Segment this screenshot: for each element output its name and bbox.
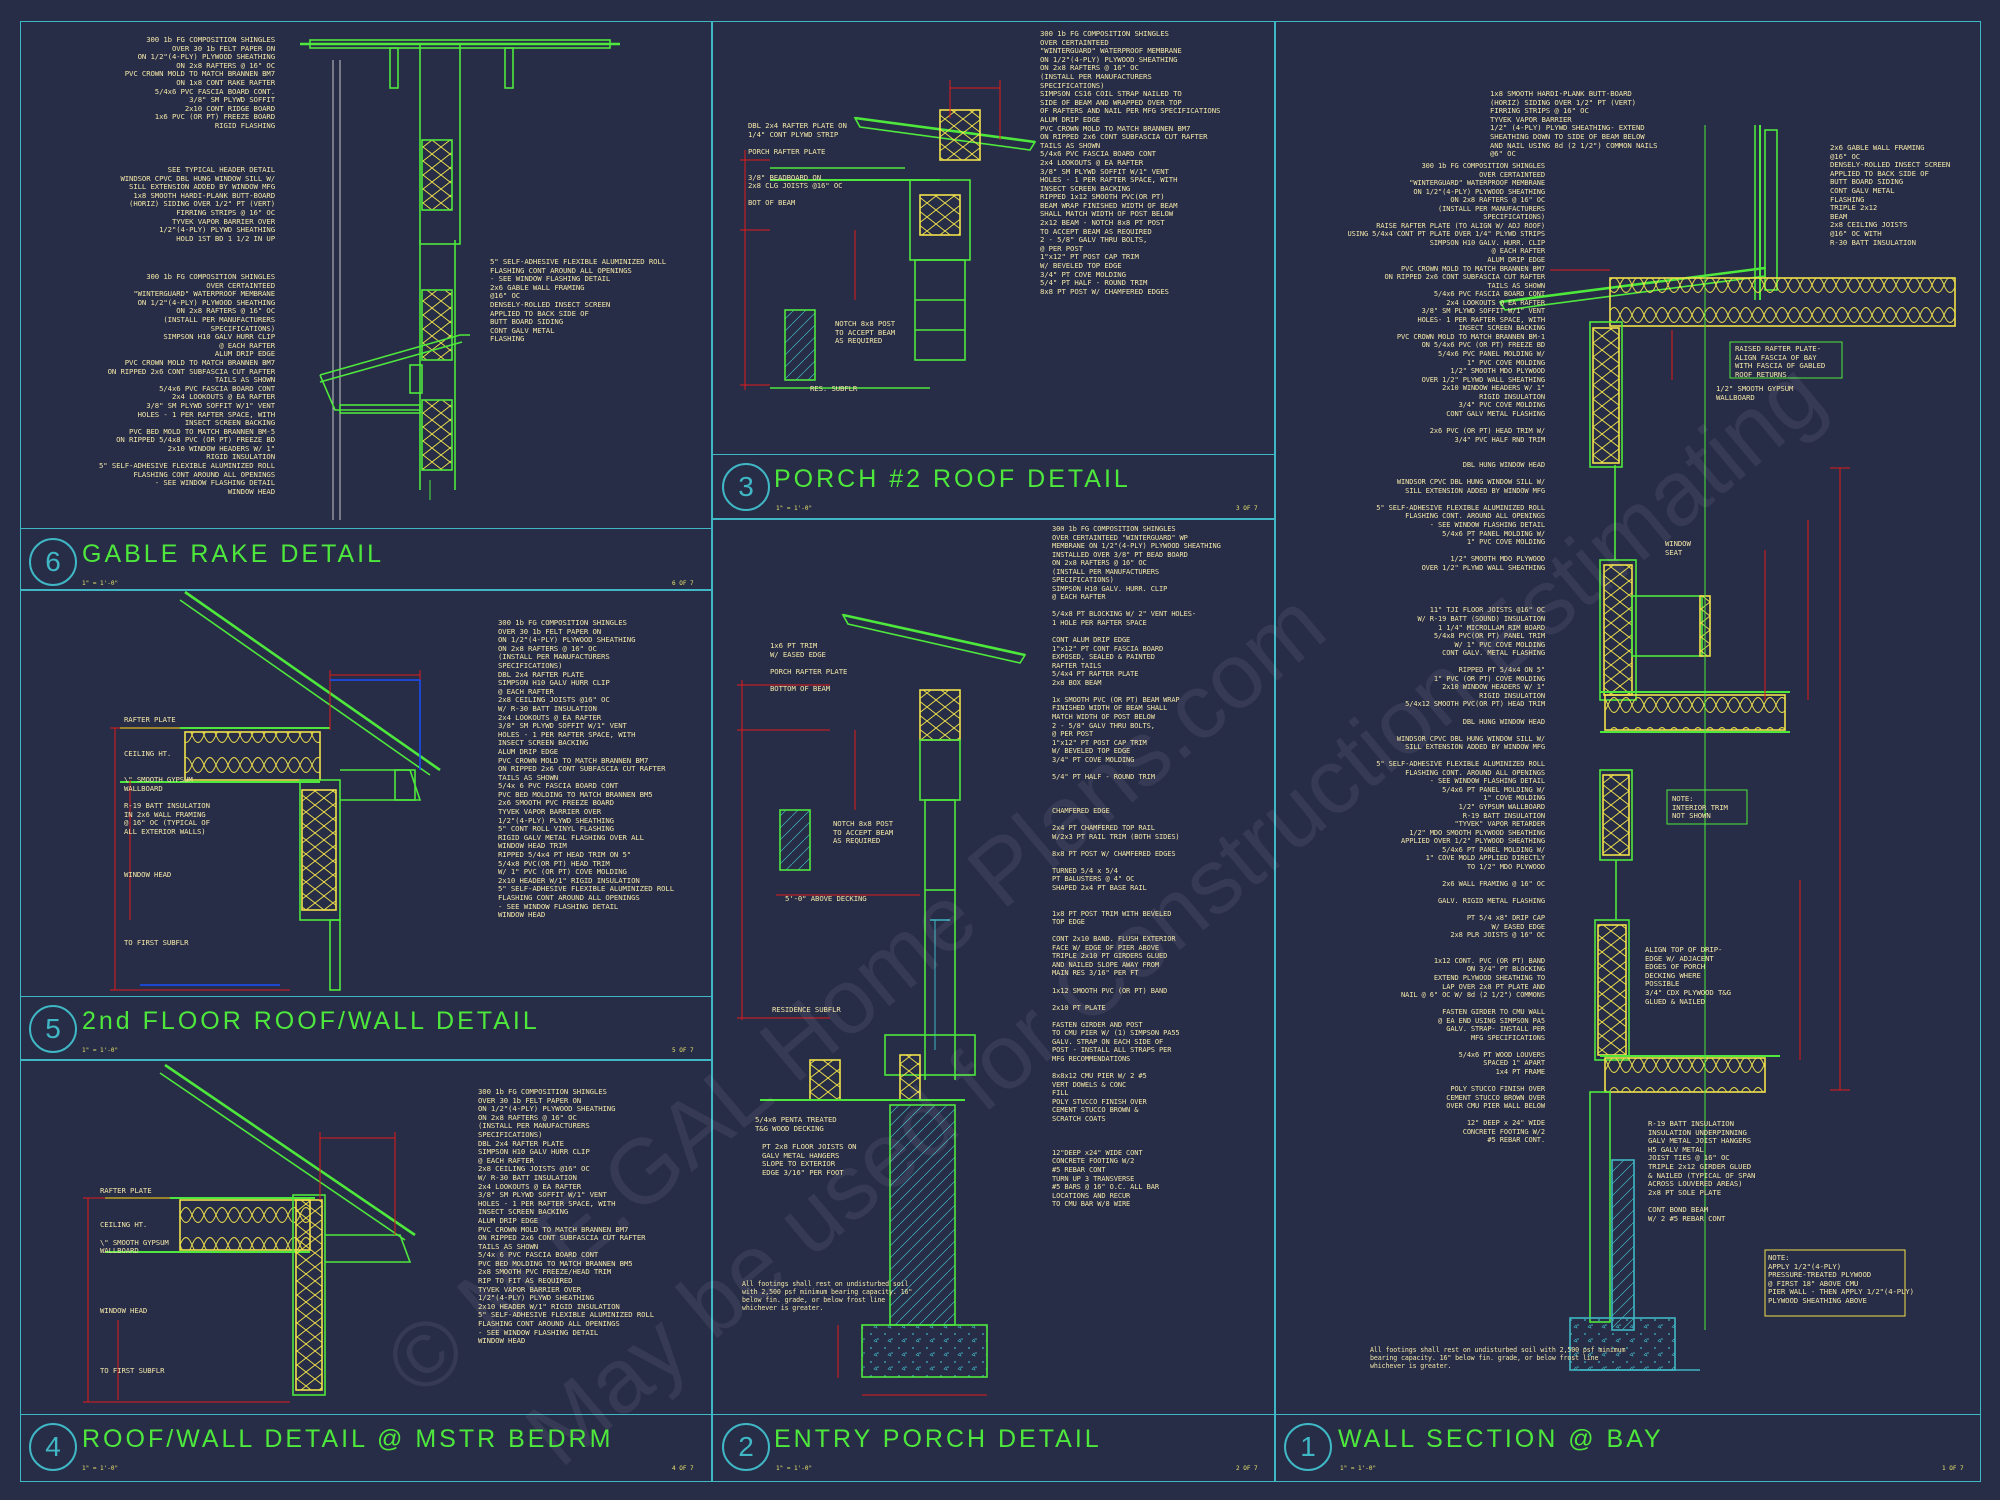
- detail-scale-3: 1" = 1'-0": [776, 505, 813, 512]
- detail-title-4: ROOF/WALL DETAIL @ MSTR BEDRM: [82, 1425, 614, 1453]
- detail-number-5: 5: [29, 1005, 77, 1053]
- panel-frame-6: [20, 21, 712, 590]
- detail-number-2: 2: [722, 1423, 770, 1471]
- detail-number-6: 6: [29, 538, 77, 586]
- titlebar-5: [20, 996, 712, 997]
- titlebar-6: [20, 528, 712, 529]
- note-d6-lower: 300 1b FG COMPOSITION SHINGLES OVER CERT…: [98, 272, 275, 496]
- detail-number-4: 4: [29, 1423, 77, 1471]
- note-d2-notch: NOTCH 8x8 POST TO ACCEPT BEAM AS REQUIRE…: [833, 819, 894, 846]
- note-d1-window-seat: WINDOW SEAT: [1665, 539, 1691, 557]
- note-d5-left: RAFTER PLATE CEILING HT. \" SMOOTH GYPSU…: [124, 715, 210, 948]
- note-d6-upper: 300 1b FG COMPOSITION SHINGLES OVER 30 1…: [124, 35, 275, 130]
- sheet-number-5: 5 OF 7: [672, 1047, 694, 1054]
- note-d2-footnote: All footings shall rest on undisturbed s…: [742, 1280, 913, 1312]
- note-d1-right-a: 2x6 GABLE WALL FRAMING @16" OC DENSELY-R…: [1830, 143, 1951, 247]
- detail-title-2: ENTRY PORCH DETAIL: [774, 1425, 1102, 1453]
- note-d3-right: 300 1b FG COMPOSITION SHINGLES OVER CERT…: [1040, 29, 1221, 296]
- note-d2-penta: 5/4x6 PENTA TREATED T&G WOOD DECKING: [755, 1115, 837, 1133]
- sheet-number-4: 4 OF 7: [672, 1465, 694, 1472]
- detail-scale-4: 1" = 1'-0": [82, 1465, 119, 1472]
- detail-4-drawing: [83, 1063, 416, 1403]
- detail-number-3: 3: [722, 463, 770, 511]
- note-d1-left: 300 1b FG COMPOSITION SHINGLES OVER CERT…: [1347, 162, 1546, 1145]
- detail-number-1: 1: [1284, 1423, 1332, 1471]
- sheet-number-2: 2 OF 7: [1236, 1465, 1258, 1472]
- sheet-number-6: 6 OF 7: [672, 580, 694, 587]
- note-d3-left: DBL 2x4 RAFTER PLATE ON 1/4" CONT PLYWD …: [748, 121, 847, 208]
- titlebar-1: [1275, 1414, 1981, 1415]
- note-d1-top-right: 1x8 SMOOTH HARDI-PLANK BUTT-BOARD (HORIZ…: [1490, 89, 1658, 159]
- note-d4-right: 300 1b FG COMPOSITION SHINGLES OVER 30 1…: [478, 1087, 655, 1346]
- detail-title-6: GABLE RAKE DETAIL: [82, 540, 385, 568]
- detail-scale-1: 1" = 1'-0": [1340, 1465, 1377, 1472]
- titlebar-4: [20, 1414, 712, 1415]
- note-d1-right-c: R-19 BATT INSULATION INSULATION UNDERPIN…: [1648, 1119, 1756, 1223]
- detail-1-drawing: [1498, 125, 1956, 1371]
- detail-scale-5: 1" = 1'-0": [82, 1047, 119, 1054]
- detail-scale-2: 1" = 1'-0": [776, 1465, 813, 1472]
- panel-frame-4: [20, 1060, 712, 1482]
- detail-title-1: WALL SECTION @ BAY: [1338, 1425, 1664, 1453]
- note-d2-right: 300 1b FG COMPOSITION SHINGLES OVER CERT…: [1052, 525, 1221, 1209]
- note-d1-raised: RAISED RAFTER PLATE- ALIGN FASCIA OF BAY…: [1735, 344, 1826, 379]
- detail-title-3: PORCH #2 ROOF DETAIL: [774, 465, 1131, 493]
- note-d1-note-box: NOTE: APPLY 1/2"(4-PLY) PRESSURE-TREATED…: [1768, 1253, 1914, 1305]
- note-d1-footnote: All footings shall rest on undisturbed s…: [1370, 1346, 1626, 1370]
- note-d2-decking: 5'-0" ABOVE DECKING: [785, 894, 867, 903]
- detail-3-drawing: [740, 80, 1037, 390]
- note-d4-left: RAFTER PLATE CEILING HT. \" SMOOTH GYPSU…: [100, 1186, 169, 1376]
- note-d3-notch: NOTCH 8x8 POST TO ACCEPT BEAM AS REQUIRE…: [835, 319, 896, 346]
- note-d2-res-subflr: RESIDENCE SUBFLR: [772, 1005, 841, 1014]
- detail-title-5: 2nd FLOOR ROOF/WALL DETAIL: [82, 1007, 540, 1035]
- detail-scale-6: 1" = 1'-0": [82, 580, 119, 587]
- titlebar-2: [712, 1414, 1275, 1415]
- sheet-number-1: 1 OF 7: [1942, 1465, 1964, 1472]
- note-d5-right: 300 1b FG COMPOSITION SHINGLES OVER 30 1…: [498, 618, 675, 920]
- note-d6-right: 5" SELF-ADHESIVE FLEXIBLE ALUMINIZED ROL…: [490, 257, 667, 344]
- panel-frame-1: [1275, 21, 1981, 1482]
- note-d1-note-trim: NOTE: INTERIOR TRIM NOT SHOWN: [1672, 794, 1728, 821]
- note-d6-mid: SEE TYPICAL HEADER DETAIL WINDSOR CPVC D…: [120, 165, 275, 243]
- note-d3-bottom: RES. SUBFLR: [810, 384, 858, 393]
- titlebar-3: [712, 454, 1275, 455]
- detail-2-drawing: [737, 613, 1027, 1396]
- detail-6-drawing: [300, 39, 620, 520]
- panel-frame-5: [20, 590, 712, 1060]
- panel-frame-3: [712, 21, 1275, 519]
- panel-frame-2: [712, 519, 1275, 1482]
- note-d1-right-b: ALIGN TOP OF DRIP- EDGE W/ ADJACENT EDGE…: [1645, 945, 1731, 1006]
- note-d2-joists: PT 2x8 FLOOR JOISTS ON GALV METAL HANGER…: [762, 1142, 857, 1177]
- detail-5-drawing: [110, 590, 441, 991]
- sheet-number-3: 3 OF 7: [1236, 505, 1258, 512]
- note-d2-top-left: 1x6 PT TRIM W/ EASED EDGE PORCH RAFTER P…: [770, 641, 848, 693]
- note-d1-gyp: 1/2" SMOOTH GYPSUM WALLBOARD: [1716, 384, 1794, 402]
